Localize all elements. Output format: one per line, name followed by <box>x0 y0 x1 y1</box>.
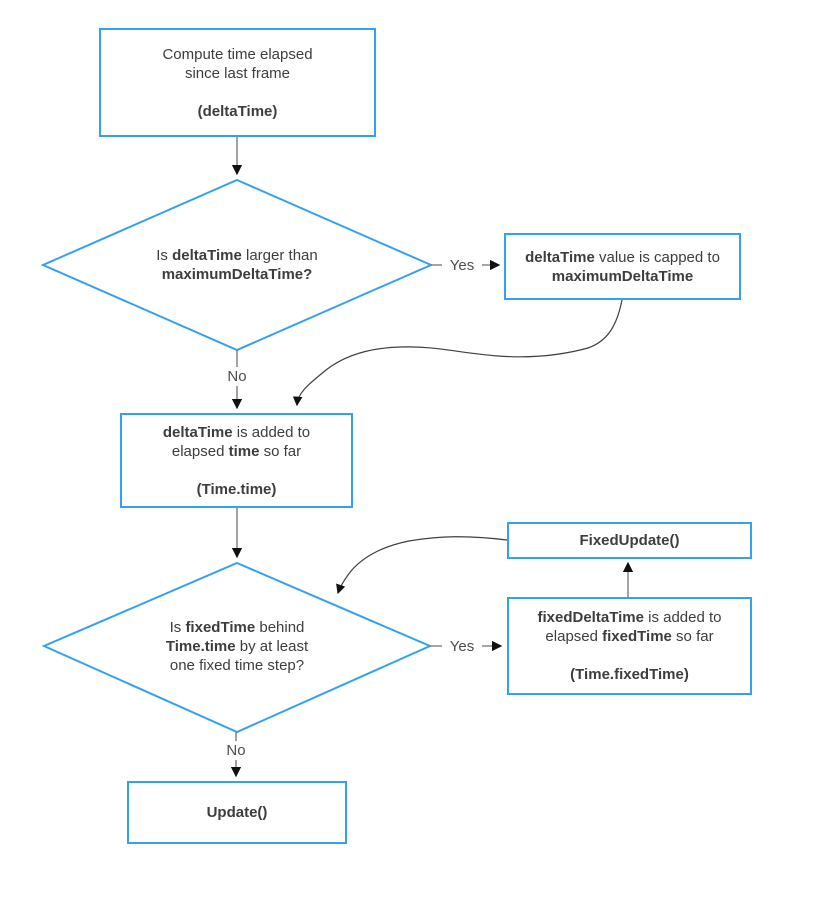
decision-diamond-fixed-time <box>41 561 433 734</box>
label-yes-decision2: Yes <box>442 637 482 656</box>
label-no-decision2: No <box>219 741 253 760</box>
label-no-decision1: No <box>220 367 254 386</box>
label-yes-decision1: Yes <box>442 256 482 275</box>
curve-capped-to-addtime <box>292 299 623 407</box>
curve-fixedupdate-to-decision2 <box>336 536 508 595</box>
node-update: Update() <box>127 781 347 844</box>
node-fixed-update: FixedUpdate() <box>507 522 752 559</box>
